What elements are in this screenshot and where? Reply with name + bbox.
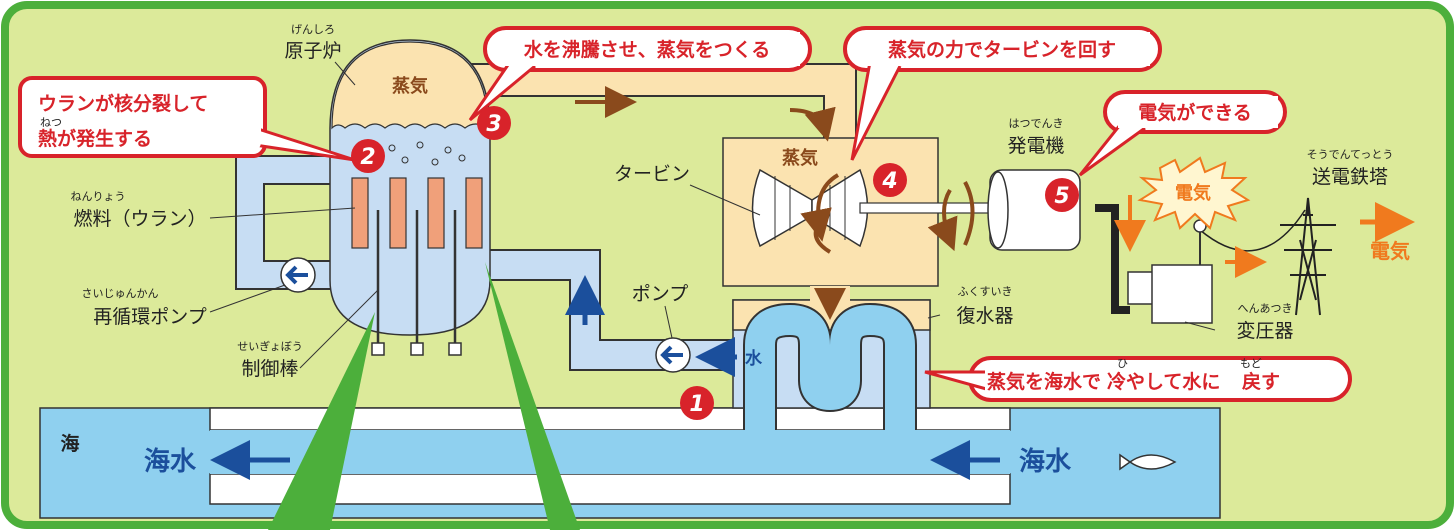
feedwater-pump xyxy=(655,337,691,373)
control-rod-ruby: せいぎょぼう xyxy=(237,339,302,353)
transformer-ruby: へんあつき xyxy=(1238,302,1293,315)
transmission-tower xyxy=(1280,197,1336,316)
svg-text:1: 1 xyxy=(689,392,704,417)
callout-cooling xyxy=(924,356,1352,402)
step-badge-2: 2 xyxy=(351,139,385,173)
callout-turbine-text: 蒸気の力でタービンを回す xyxy=(888,38,1116,61)
pump-leader xyxy=(664,305,673,339)
callout-uranium-line1: ウランが核分裂して xyxy=(38,92,208,115)
transformer-label: 変圧器 xyxy=(1236,320,1293,342)
water-label: 水 xyxy=(745,348,763,369)
condenser-leader xyxy=(927,314,941,319)
callout-cooling-suffix: 戻す xyxy=(1242,370,1280,393)
step-badge-4: 4 xyxy=(873,163,907,197)
electricity-burst-label: 電気 xyxy=(1175,182,1211,204)
power-cable xyxy=(1095,204,1130,314)
turbine-leader xyxy=(689,184,761,216)
turbine-label: タービン xyxy=(614,163,690,185)
callout-electricity xyxy=(1078,90,1287,177)
tower-ruby: そうでんてっとう xyxy=(1307,148,1394,161)
turbine-steam-label: 蒸気 xyxy=(782,147,818,169)
steam-flow-arrow-2 xyxy=(789,106,836,142)
electricity-burst xyxy=(1137,156,1251,230)
tower-label: 送電鉄塔 xyxy=(1312,166,1388,188)
control-rods xyxy=(371,210,462,356)
fuel-leader xyxy=(209,207,356,219)
pump-label: ポンプ xyxy=(632,283,688,305)
recirc-pump-label: 再循環ポンプ xyxy=(93,306,206,328)
generator-label: 発電機 xyxy=(1007,135,1064,157)
control-rod-leader xyxy=(299,289,379,369)
vessel-steam-label: 蒸気 xyxy=(392,75,428,97)
svg-text:4: 4 xyxy=(881,169,897,194)
callout-uranium xyxy=(18,76,356,162)
generator-ruby: はつでんき xyxy=(1009,117,1064,130)
electricity-out-label: 電気 xyxy=(1370,239,1410,263)
condenser xyxy=(732,299,931,430)
callout-cooling-ruby-hi: ひ xyxy=(1117,357,1128,370)
callout-boil-text: 水を沸騰させ、蒸気をつくる xyxy=(524,38,771,61)
callout-boil xyxy=(468,26,812,122)
recirc-pump-leader xyxy=(209,284,286,313)
step-badge-1: 1 xyxy=(680,386,714,420)
condenser-label: 復水器 xyxy=(956,305,1013,327)
zoom-wedge-left xyxy=(268,312,375,530)
seawater-out-label: 海水 xyxy=(144,447,197,477)
reactor-ruby: げんしろ xyxy=(291,23,335,36)
seawater-in-label: 海水 xyxy=(1019,447,1072,477)
reactor-leader xyxy=(334,61,356,86)
callout-uranium-line2: 熱が発生する xyxy=(38,127,152,150)
control-rod-label: 制御棒 xyxy=(241,358,298,380)
reactor-label: 原子炉 xyxy=(284,40,341,62)
recirculation-pump xyxy=(280,257,316,293)
fuel-ruby: ねんりょう xyxy=(71,190,126,203)
recirc-pump-ruby: さいじゅんかん xyxy=(82,287,159,300)
fuel-label: 燃料（ウラン） xyxy=(73,208,206,230)
svg-text:2: 2 xyxy=(360,145,375,170)
transformer xyxy=(1127,219,1213,324)
step-badge-3: 3 xyxy=(477,106,511,140)
sea xyxy=(39,407,1221,519)
fuel-rods xyxy=(351,177,483,249)
step-badge-5: 5 xyxy=(1045,178,1079,212)
svg-text:5: 5 xyxy=(1054,184,1069,209)
sea-label: 海 xyxy=(60,432,79,455)
callout-electricity-text: 電気ができる xyxy=(1138,101,1252,124)
turbine xyxy=(751,168,996,254)
callout-uranium-ruby: ねつ xyxy=(40,116,62,129)
transformer-leader xyxy=(1184,321,1216,331)
condenser-ruby: ふくすいき xyxy=(958,285,1013,298)
fish-icon xyxy=(1119,453,1177,471)
callout-cooling-middle: 冷やして水に xyxy=(1107,370,1220,393)
callout-cooling-ruby-modo: もど xyxy=(1240,357,1262,370)
callout-cooling-prefix: 蒸気を海水で xyxy=(987,370,1101,393)
callout-turbine xyxy=(843,26,1162,161)
reactor-vessel xyxy=(329,39,491,336)
zoom-wedge-right xyxy=(485,262,580,530)
svg-text:3: 3 xyxy=(486,112,501,137)
